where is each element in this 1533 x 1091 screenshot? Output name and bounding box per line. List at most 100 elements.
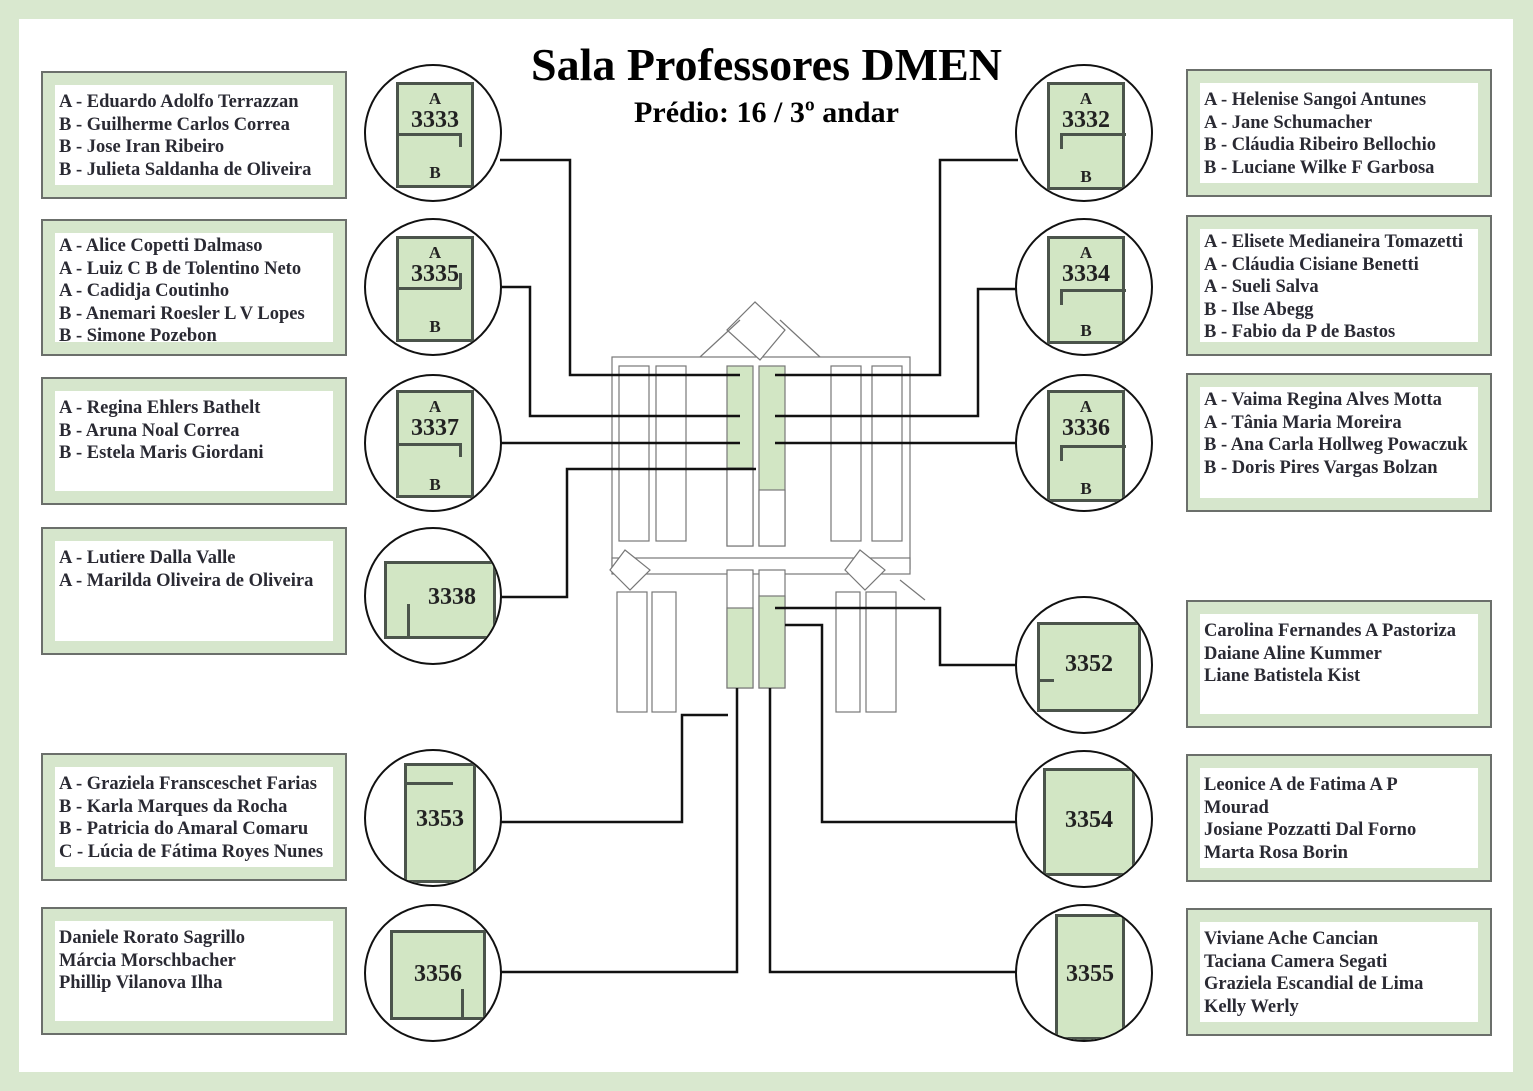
section-b-label: B: [429, 163, 441, 182]
occupant: Liane Batistela Kist: [1204, 666, 1361, 686]
room-divider: [1060, 289, 1063, 305]
wing-left-outer: [618, 365, 650, 542]
occupant-card-3332: A - Helenise Sangoi Antunes A - Jane Sch…: [1186, 69, 1492, 197]
wing-right-outer: [871, 365, 903, 542]
room-divider: [399, 287, 461, 290]
occupant: B - Luciane Wilke F Garbosa: [1204, 157, 1435, 178]
room-divider: [1060, 445, 1126, 448]
connector-3352: [775, 606, 1018, 667]
occupant: Marta Rosa Borin: [1204, 842, 1348, 863]
room-detail-3353: 3353: [364, 749, 502, 887]
occupant-card-3337: A - Regina Ehlers Bathelt B - Aruna Noal…: [41, 377, 347, 505]
room-detail-3333: A 3333 B: [364, 64, 502, 202]
room-detail-3332: A 3332 B: [1015, 64, 1153, 202]
section-a-label: A: [428, 89, 442, 108]
connector-3335: [500, 285, 740, 418]
occupant: B - Patricia do Amaral Comaru: [59, 819, 309, 839]
room-number: 3334: [1062, 261, 1110, 287]
occupant: Leonice A de Fatima A P: [1204, 775, 1398, 795]
room-3353: 3353: [404, 763, 476, 883]
room-divider: [459, 273, 462, 289]
occupant: B - Doris Pires Vargas Bolzan: [1204, 457, 1438, 478]
occupant-card-3335: A - Alice Copetti Dalmaso A - Luiz C B d…: [41, 219, 347, 356]
section-a-label: A: [1079, 243, 1093, 262]
room-detail-3352: 3352: [1015, 596, 1153, 734]
occupant: A - Eduardo Adolfo Terrazzan: [59, 92, 299, 112]
occupant: B - Guilherme Carlos Correa: [59, 114, 290, 135]
occupant-card-3356: Daniele Rorato Sagrillo Márcia Morschbac…: [41, 907, 347, 1035]
stairwell-right: [844, 549, 886, 591]
occupant-card-3336: A - Vaima Regina Alves Motta A - Tânia M…: [1186, 373, 1492, 512]
room-number: 3337: [411, 415, 459, 441]
section-a-label: A: [1079, 397, 1093, 416]
building-outline: [609, 301, 926, 713]
connector-3356: [500, 688, 739, 974]
occupant-card-3352: Carolina Fernandes A Pastoriza Daiane Al…: [1186, 600, 1492, 728]
occupant: B - Karla Marques da Rocha: [59, 796, 288, 817]
room-detail-3336: A 3336 B: [1015, 374, 1153, 512]
occupant: A - Sueli Salva: [1204, 277, 1319, 297]
room-divider: [1060, 133, 1126, 136]
page-subtitle: Prédio: 16 / 3º andar: [634, 96, 899, 129]
occupant-card-3354: Leonice A de Fatima A P Mourad Josiane P…: [1186, 754, 1492, 882]
section-b-label: B: [429, 317, 441, 336]
occupant: A - Jane Schumacher: [1204, 112, 1373, 133]
occupant: B - Fabio da P de Bastos: [1204, 322, 1396, 342]
occupant: Taciana Camera Segati: [1204, 951, 1388, 972]
section-a-label: A: [428, 397, 442, 416]
connector-3355: [768, 688, 1018, 974]
room-3336: A 3336 B: [1047, 390, 1126, 502]
connector-lines: [500, 158, 1018, 974]
connector-3354: [785, 623, 1018, 824]
occupant: Carolina Fernandes A Pastoriza: [1204, 621, 1456, 641]
occupant: B - Ana Carla Hollweg Powaczuk: [1204, 435, 1468, 455]
room-3356: 3356: [390, 930, 486, 1020]
occupant-card-3355: Viviane Ache Cancian Taciana Camera Sega…: [1186, 908, 1492, 1036]
connector-3332: [775, 158, 1018, 377]
occupant: A - Cadidja Coutinho: [59, 281, 230, 301]
room-3355: 3355: [1055, 914, 1125, 1040]
occupant: Josiane Pozzatti Dal Forno: [1204, 820, 1417, 840]
occupant: A - Helenise Sangoi Antunes: [1204, 90, 1427, 110]
occupant: A - Tânia Maria Moreira: [1204, 412, 1402, 433]
occupant: A - Marilda Oliveira de Oliveira: [59, 570, 314, 591]
occupant: B - Julieta Saldanha de Oliveira: [59, 159, 312, 180]
room-number: 3336: [1062, 415, 1110, 441]
section-a-label: A: [428, 243, 442, 262]
room-number: 3353: [416, 806, 464, 832]
room-3332: A 3332 B: [1047, 82, 1126, 190]
room-wall: [407, 604, 410, 639]
room-3354: 3354: [1043, 768, 1135, 876]
room-detail-3356: 3356: [364, 904, 502, 1042]
room-number: 3338: [428, 584, 476, 610]
occupant: C - Lúcia de Fátima Royes Nunes: [59, 841, 324, 862]
occupant: B - Simone Pozebon: [59, 326, 217, 346]
room-divider: [399, 133, 461, 136]
room-divider: [399, 443, 461, 446]
occupant: Viviane Ache Cancian: [1204, 929, 1379, 949]
room-detail-3354: 3354: [1015, 750, 1153, 888]
occupant: B - Estela Maris Giordani: [59, 443, 264, 463]
room-detail-3334: A 3334 B: [1015, 218, 1153, 356]
room-number: 3333: [411, 107, 459, 133]
occupant: A - Regina Ehlers Bathelt: [59, 398, 261, 418]
room-divider: [1060, 133, 1063, 149]
occupant: A - Vaima Regina Alves Motta: [1204, 390, 1442, 410]
occupant: Daiane Aline Kummer: [1204, 643, 1382, 664]
occupant: Phillip Vilanova Ilha: [59, 973, 223, 993]
section-b-label: B: [1080, 479, 1092, 498]
room-number: 3332: [1062, 107, 1110, 133]
occupant: B - Jose Iran Ribeiro: [59, 137, 225, 157]
occupant: B - Aruna Noal Correa: [59, 420, 240, 441]
room-3338: 3338: [384, 561, 496, 639]
occupant: A - Elisete Medianeira Tomazetti: [1204, 232, 1463, 252]
occupant-card-3338: A - Lutiere Dalla Valle A - Marilda Oliv…: [41, 527, 347, 655]
room-divider: [1060, 445, 1063, 461]
stairwell-top: [726, 301, 786, 361]
room-wall: [1040, 679, 1054, 682]
occupant: Kelly Werly: [1204, 996, 1299, 1017]
occupant-card-3333: A - Eduardo Adolfo Terrazzan B - Guilher…: [41, 71, 347, 199]
occupant-card-3334: A - Elisete Medianeira Tomazetti A - Clá…: [1186, 215, 1492, 356]
room-wall: [461, 989, 464, 1017]
room-3352: 3352: [1037, 622, 1141, 712]
